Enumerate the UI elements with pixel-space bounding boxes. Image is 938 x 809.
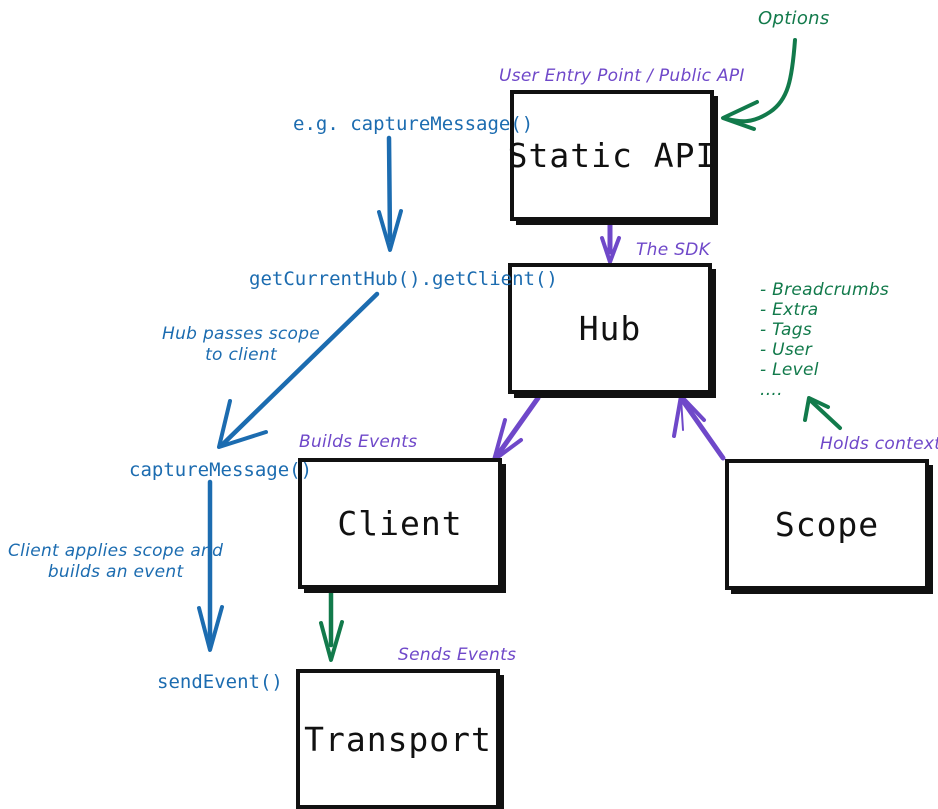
node-client-label: Client [337, 504, 463, 543]
arrow-scope-to-hub-icon [672, 394, 726, 461]
code-label-capture-message: captureMessage() [129, 459, 313, 481]
annotation-options: Options [758, 8, 830, 29]
arrow-eg-capture-to-hub-icon [377, 135, 403, 252]
annotation-builds-events: Builds Events [299, 432, 418, 452]
scope-context-item: - Tags [760, 320, 813, 340]
arrow-static-api-to-hub-icon [600, 219, 621, 264]
scope-context-list: - Breadcrumbs - Extra - Tags - User - Le… [760, 280, 889, 400]
note-client-applies-scope-line-1: Client applies scope and [8, 541, 224, 561]
scope-context-item: .... [760, 380, 783, 400]
code-label-eg-capture-message: e.g. captureMessage() [293, 113, 534, 135]
scope-context-item: - Level [760, 360, 819, 380]
scope-context-item: - Breadcrumbs [760, 280, 890, 300]
node-scope[interactable]: Scope [725, 459, 929, 590]
note-hub-passes-scope: Hub passes scope to client [162, 324, 320, 366]
annotation-holds-context: Holds context [820, 434, 938, 454]
note-client-applies-scope: Client applies scope and builds an event [8, 541, 223, 583]
annotation-sends-events: Sends Events [398, 645, 517, 665]
node-static-api-label: Static API [507, 136, 717, 175]
node-static-api[interactable]: Static API [507, 90, 717, 221]
node-transport[interactable]: Transport [296, 669, 500, 809]
node-client[interactable]: Client [298, 458, 502, 589]
code-label-send-event: sendEvent() [157, 671, 283, 693]
code-label-get-current-hub: getCurrentHub().getClient() [249, 268, 558, 290]
node-hub-label: Hub [578, 309, 642, 348]
node-scope-label: Scope [774, 505, 880, 544]
arrow-client-to-transport-icon [319, 588, 344, 662]
scope-context-item: - Extra [760, 300, 819, 320]
note-hub-passes-scope-line-1: Hub passes scope [162, 324, 321, 344]
arrow-hub-to-client-icon [492, 395, 541, 462]
node-transport-label: Transport [304, 719, 492, 759]
scope-context-item: - User [760, 340, 813, 360]
annotation-the-sdk: The SDK [636, 240, 711, 260]
annotation-user-entry-point: User Entry Point / Public API [499, 66, 745, 86]
arrow-gethub-to-capture-icon [217, 291, 380, 449]
note-hub-passes-scope-line-2: to client [205, 345, 277, 365]
node-hub[interactable]: Hub [508, 263, 712, 394]
note-client-applies-scope-line-2: builds an event [47, 562, 184, 582]
arrow-holds-context-to-list-icon [803, 396, 842, 430]
